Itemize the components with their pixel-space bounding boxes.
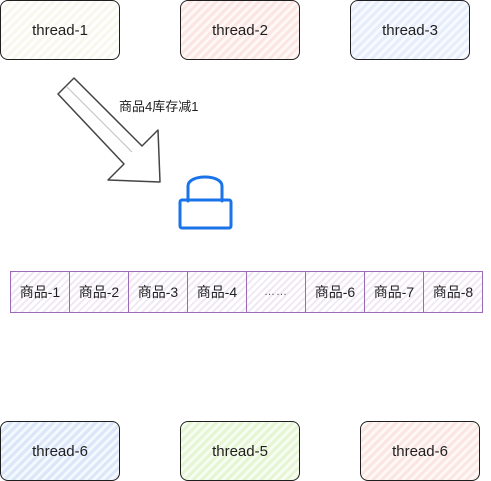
- thread-box-3: thread-3: [350, 0, 470, 60]
- thread-label: thread-3: [382, 21, 438, 39]
- lock-icon: [178, 175, 233, 230]
- product-cell-1: 商品-1: [11, 272, 70, 312]
- thread-box-6: thread-6: [360, 421, 480, 481]
- thread-box-4: thread-6: [0, 421, 120, 481]
- thread-label: thread-6: [32, 442, 88, 460]
- thread-box-2: thread-2: [180, 0, 300, 60]
- annotation-text: 商品4库存减1: [119, 99, 199, 114]
- product-cell-4: 商品-4: [188, 272, 247, 312]
- thread-label: thread-6: [392, 442, 448, 460]
- product-cell-ellipsis: ……: [247, 272, 306, 312]
- thread-label: thread-2: [212, 21, 268, 39]
- product-cell-2: 商品-2: [70, 272, 129, 312]
- product-cell-8: 商品-8: [424, 272, 483, 312]
- thread-box-5: thread-5: [180, 421, 300, 481]
- product-cell-3: 商品-3: [129, 272, 188, 312]
- arrow-icon: [57, 77, 161, 183]
- product-cell-7: 商品-7: [365, 272, 424, 312]
- product-cell-6: 商品-6: [306, 272, 365, 312]
- thread-label: thread-1: [32, 21, 88, 39]
- product-cells: 商品-1 商品-2 商品-3 商品-4 …… 商品-6 商品-7 商品-8: [10, 271, 483, 313]
- thread-label: thread-5: [212, 442, 268, 460]
- thread-box-1: thread-1: [0, 0, 120, 60]
